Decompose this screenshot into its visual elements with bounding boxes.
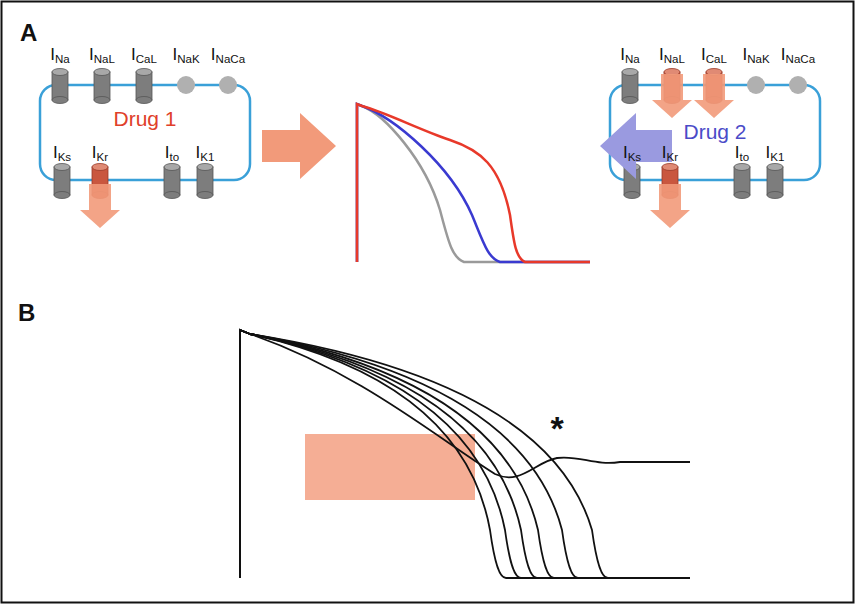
channel-cap [767,164,783,171]
channel-base [197,192,213,199]
current-label: INaL [659,46,685,66]
current-label: IK1 [196,144,215,164]
pump-symbol [789,76,807,94]
channel-cylinder [734,167,750,195]
channel-base [767,192,783,199]
channel-cap [52,69,68,76]
channel-cap [136,69,152,76]
current-label: INa [620,46,640,66]
current-label: Ito [735,144,749,164]
action-potential-trace [357,104,590,262]
marker-symbol: * [550,410,563,447]
cell-membrane [40,85,250,180]
current-label: INaK [742,46,769,66]
channel-base [94,97,110,104]
action-potential-trace [240,330,690,578]
action-potential-trace [240,330,690,578]
current-label: IKs [53,144,71,164]
channel-cap [54,164,70,171]
channel-cap [734,164,750,171]
current-label: INa [50,46,70,66]
current-label: IK1 [766,144,785,164]
action-potential-trace [240,330,690,578]
current-label: INaL [89,46,115,66]
channel-base [164,192,180,199]
cell-box: Drug 2 [610,85,820,180]
pump-symbol [177,76,195,94]
channel-cylinder [94,72,110,100]
current-label: Ito [165,144,179,164]
inhibition-arrow [694,74,734,118]
ead-trace [240,330,690,578]
action-potential-trace [357,104,590,262]
current-label: ICaL [701,46,727,66]
channel-cylinder [767,167,783,195]
pump-symbol [219,76,237,94]
channel-cylinder [52,72,68,100]
channel-cylinder [164,167,180,195]
channel-cap [94,69,110,76]
drug-label: Drug 1 [113,107,176,130]
cell [40,69,250,229]
channel-cap [622,69,638,76]
channel-base [622,97,638,104]
current-label: IKr [662,144,678,164]
channel-cap [164,164,180,171]
current-label: INaCa [781,46,815,66]
drug-label: Drug 2 [683,120,746,143]
action-potential-trace [240,330,690,578]
inhibition-arrow [650,184,690,228]
channel-base [734,192,750,199]
panel-label: A [20,20,37,46]
channel-cap [662,164,678,171]
current-label: IKr [92,144,108,164]
cell-box: Drug 1 [40,85,250,180]
channel-cylinder [622,72,638,100]
channel-base [624,192,640,199]
current-label: ICaL [131,46,157,66]
inhibition-arrow [80,184,120,228]
action-potential-trace [240,330,690,578]
channel-base [54,192,70,199]
channel-base [52,97,68,104]
effect-arrow [262,113,336,179]
action-potential-trace [357,104,590,262]
channel-cylinder [197,167,213,195]
channel-cap [197,164,213,171]
current-label: IKs [623,144,641,164]
channel-cap [92,164,108,171]
channel-cylinder [136,72,152,100]
inhibition-arrow [652,74,692,118]
pump-symbol [747,76,765,94]
current-label: INaK [172,46,199,66]
action-potential-trace [240,330,690,578]
current-label: INaCa [211,46,245,66]
channel-base [136,97,152,104]
panel-label: B [18,300,35,326]
channel-cylinder [54,167,70,195]
effect-arrow [600,113,672,179]
